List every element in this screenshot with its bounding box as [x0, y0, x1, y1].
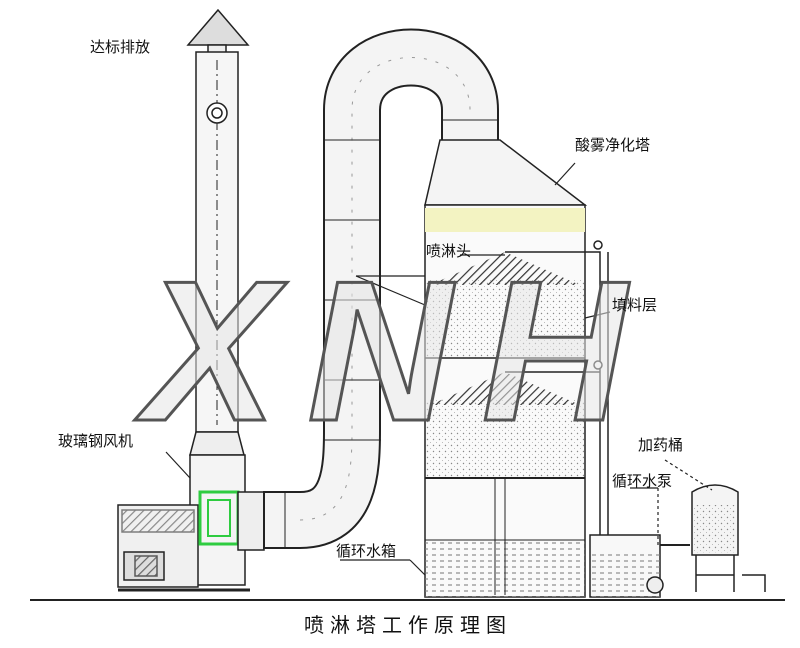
fan-label: 玻璃钢风机: [58, 432, 133, 450]
circulation-piping: [505, 240, 690, 598]
dosing-tank-label: 加药桶: [638, 436, 683, 454]
spray-head-label: 喷淋头: [426, 242, 471, 260]
watermark-text: XNH: [134, 240, 656, 463]
leader-lines: [165, 162, 713, 576]
exhaust-chimney: [186, 8, 250, 586]
watermark: XNH: [132, 239, 656, 465]
exhaust-label: 达标排放: [90, 38, 150, 56]
packing-layer-label: 填料层: [612, 296, 657, 314]
pump-label: 循环水泵: [612, 472, 672, 490]
diagram-caption: 喷淋塔工作原理图: [304, 613, 512, 637]
purification-tower: [424, 139, 588, 598]
water-tank-label: 循环水箱: [336, 542, 396, 560]
duct: [263, 28, 499, 549]
tower-label: 酸雾净化塔: [575, 136, 650, 154]
dosing-tank: [691, 484, 766, 592]
fiberglass-fan: [117, 490, 265, 592]
